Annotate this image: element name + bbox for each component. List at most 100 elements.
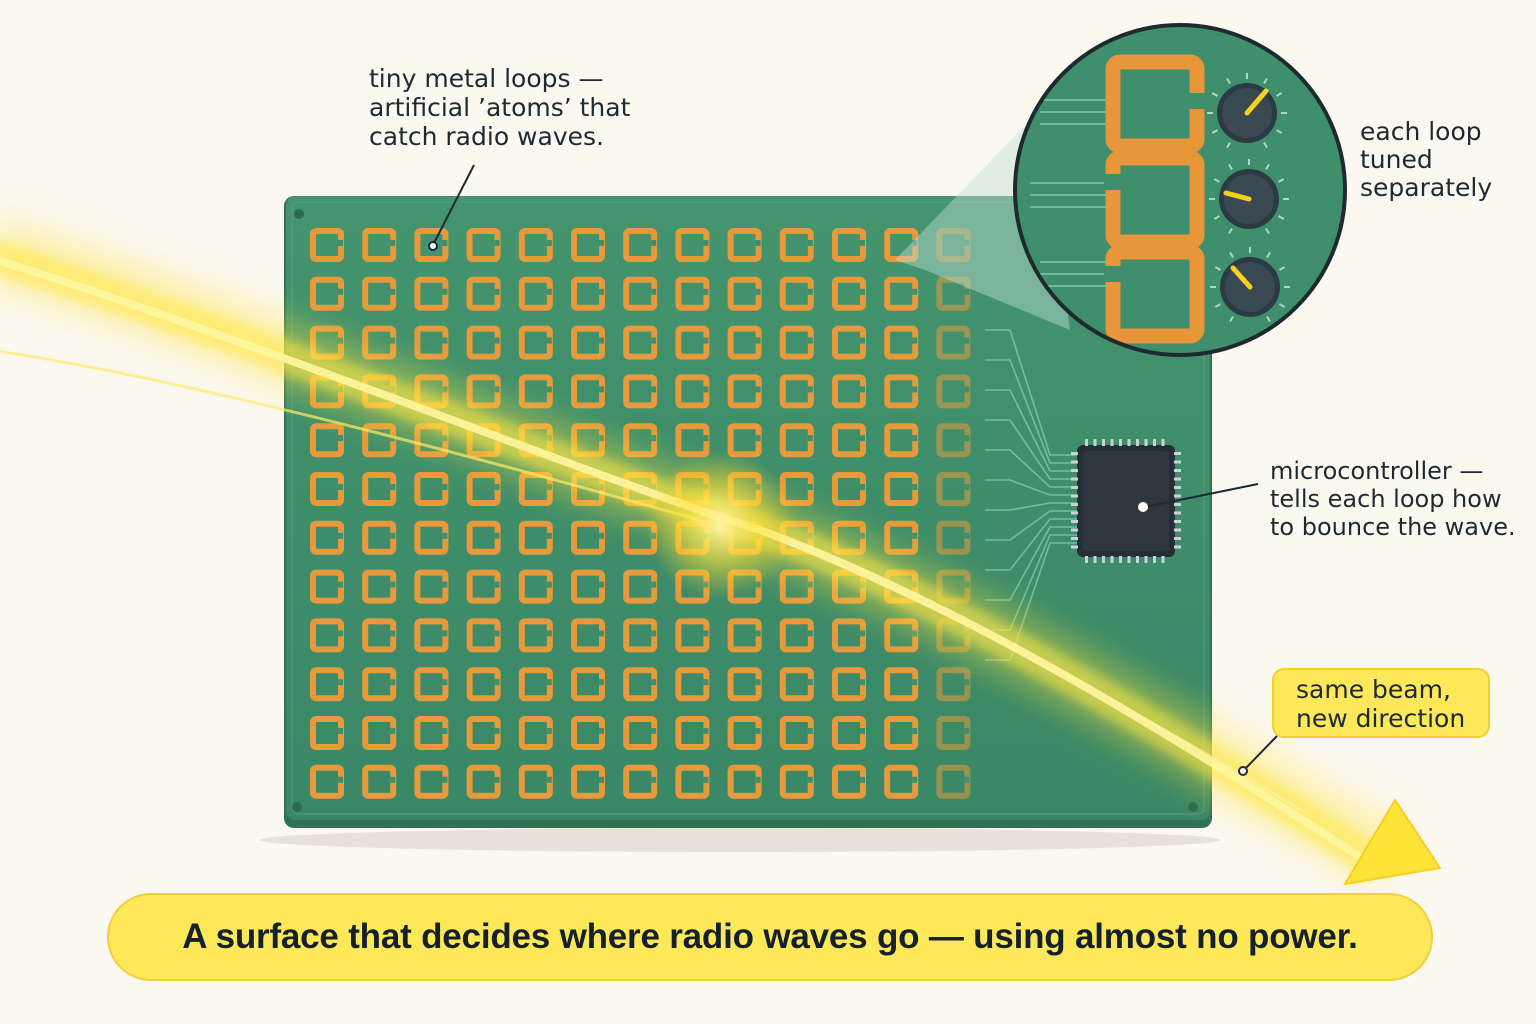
loop-gap <box>599 240 604 246</box>
knob-tick <box>1213 215 1221 220</box>
knob-tick <box>1213 178 1221 183</box>
knob-tick <box>1228 227 1233 235</box>
beam-callout-dot <box>1238 766 1248 776</box>
chip-pin <box>1071 545 1078 549</box>
loop-gap <box>755 337 761 344</box>
loop-gap <box>338 776 343 783</box>
loop-gap <box>755 630 761 637</box>
loop-gap <box>494 679 500 686</box>
loop-gap <box>755 776 761 783</box>
loop-gap <box>390 581 396 588</box>
loop-gap <box>494 288 500 295</box>
chip-pin <box>1071 469 1078 472</box>
loop-gap <box>390 728 396 734</box>
loop-gap <box>964 776 970 783</box>
loops-callout-dot <box>428 241 438 251</box>
loop-gap <box>390 679 396 686</box>
zoomed-loop <box>1104 150 1205 250</box>
loop-gap <box>964 386 970 393</box>
loop-gap <box>964 288 970 295</box>
chip-pin <box>1071 528 1078 532</box>
knob-tick <box>1263 77 1268 85</box>
loop-gap <box>494 386 500 393</box>
chip-pin <box>1071 486 1078 489</box>
chip-pin <box>1127 556 1131 563</box>
knob-tick <box>1214 266 1222 271</box>
beam-direction-text: same beam, new direction <box>1296 675 1466 733</box>
loop-gap <box>860 435 865 442</box>
loops-callout-line <box>432 164 475 246</box>
knob-tick <box>1263 141 1268 149</box>
loop-gap <box>860 776 865 783</box>
loop-gap <box>599 679 604 686</box>
microcontroller-chip <box>1071 439 1181 563</box>
loop-gap <box>912 532 918 539</box>
beam-direction-note: same beam, new direction <box>1272 668 1490 738</box>
chip-pin <box>1093 556 1097 563</box>
knob-tick <box>1266 315 1271 323</box>
loop-gap <box>442 240 448 246</box>
circuit-trace <box>985 329 1077 456</box>
loop-gap <box>390 288 396 295</box>
circuit-trace <box>985 518 1077 571</box>
knob-tick <box>1266 251 1271 259</box>
chip-pin <box>1174 494 1181 498</box>
loop-gap <box>494 337 500 344</box>
zoom-inset <box>1013 23 1347 357</box>
loop-gap <box>912 288 918 295</box>
loop-gap <box>703 776 709 783</box>
chip-pin <box>1153 556 1156 563</box>
loop-gap <box>703 337 709 344</box>
chip-pin <box>1174 469 1181 472</box>
loop-gap <box>807 484 813 490</box>
loop-gap <box>964 484 970 490</box>
zoomed-loop <box>1105 54 1206 154</box>
loop-gap <box>912 484 918 490</box>
circuit-trace <box>985 359 1077 464</box>
loop-gap <box>390 484 396 490</box>
chip-pin <box>1071 520 1078 523</box>
knob-tick <box>1278 266 1286 271</box>
loop-gap <box>338 581 343 588</box>
loop-gap <box>651 581 657 588</box>
knob-tick <box>1211 129 1219 134</box>
knob-tick <box>1277 215 1285 220</box>
loop-gap <box>599 337 604 344</box>
loop-gap <box>912 386 918 393</box>
knob-tick <box>1278 303 1286 308</box>
knob-tick <box>1229 251 1234 259</box>
loop-gap <box>599 581 604 588</box>
microcontroller-annotation: microcontroller — tells each loop how to… <box>1270 457 1516 541</box>
loop-gap <box>964 240 970 246</box>
caption-text: A surface that decides where radio waves… <box>182 917 1358 956</box>
loop-gap <box>755 728 761 734</box>
loop-gap <box>807 630 813 637</box>
loop-gap <box>807 728 813 734</box>
loop-gap <box>807 337 813 344</box>
loop-gap <box>755 679 761 686</box>
loop-gap <box>755 386 761 393</box>
loop-gap <box>860 288 865 295</box>
knob-tick <box>1265 163 1270 171</box>
loop-gap <box>494 776 500 783</box>
loop-gap <box>755 288 761 295</box>
loop-gap <box>338 679 343 686</box>
loop-gap <box>546 776 552 783</box>
loop-gap <box>599 532 604 539</box>
loop-gap <box>442 776 448 783</box>
chip-pin <box>1102 439 1105 446</box>
chip-pin <box>1127 439 1131 446</box>
chip-pin <box>1071 503 1078 506</box>
loop-gap <box>912 728 918 734</box>
loop-gap <box>651 776 657 783</box>
loop-gap <box>442 288 448 295</box>
mounting-hole <box>292 802 302 812</box>
chip-pin <box>1110 556 1114 563</box>
chip-pin <box>1144 439 1148 446</box>
loop-gap <box>546 386 552 393</box>
chip-pin <box>1161 439 1165 446</box>
chip-pin <box>1174 477 1181 481</box>
loop-gap <box>964 728 970 734</box>
chip-pin <box>1174 528 1181 532</box>
